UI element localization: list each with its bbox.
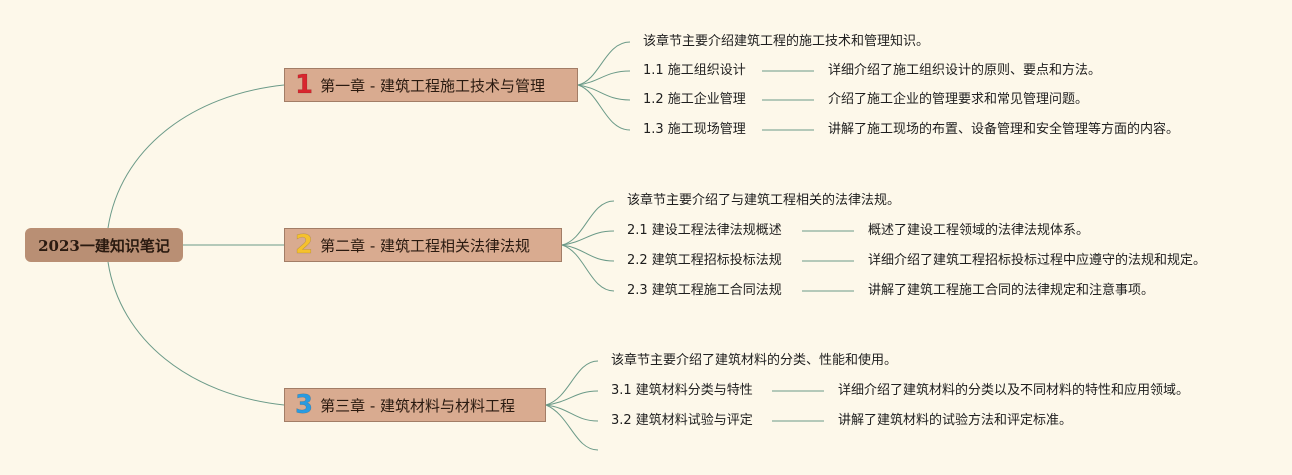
chapter-title: 第三章 - 建筑材料与材料工程 bbox=[320, 396, 516, 415]
section-name[interactable]: 2.2 建筑工程招标投标法规 bbox=[627, 253, 782, 268]
section-desc: 讲解了建筑工程施工合同的法律规定和注意事项。 bbox=[868, 283, 1155, 298]
section-desc: 讲解了建筑材料的试验方法和评定标准。 bbox=[838, 413, 1073, 428]
section-name[interactable]: 1.1 施工组织设计 bbox=[643, 63, 746, 78]
section-name[interactable]: 1.3 施工现场管理 bbox=[643, 122, 746, 137]
number-two-icon: 2 bbox=[295, 230, 314, 260]
chapter-node-2[interactable]: 2 第二章 - 建筑工程相关法律法规 bbox=[284, 228, 562, 262]
chapter-node-3[interactable]: 3 第三章 - 建筑材料与材料工程 bbox=[284, 388, 546, 422]
section-desc: 讲解了施工现场的布置、设备管理和安全管理等方面的内容。 bbox=[828, 122, 1180, 137]
chapter-intro: 该章节主要介绍建筑工程的施工技术和管理知识。 bbox=[643, 34, 930, 49]
section-name[interactable]: 2.1 建设工程法律法规概述 bbox=[627, 223, 782, 238]
section-desc: 详细介绍了建筑材料的分类以及不同材料的特性和应用领域。 bbox=[838, 383, 1190, 398]
section-desc: 介绍了施工企业的管理要求和常见管理问题。 bbox=[828, 92, 1089, 107]
section-name[interactable]: 3.2 建筑材料试验与评定 bbox=[611, 413, 753, 428]
root-title: 2023一建知识笔记 bbox=[38, 236, 170, 255]
root-node[interactable]: 2023一建知识笔记 bbox=[25, 228, 183, 262]
section-name[interactable]: 2.3 建筑工程施工合同法规 bbox=[627, 283, 782, 298]
chapter-node-1[interactable]: 1 第一章 - 建筑工程施工技术与管理 bbox=[284, 68, 578, 102]
section-desc: 详细介绍了施工组织设计的原则、要点和方法。 bbox=[828, 63, 1102, 78]
chapter-intro: 该章节主要介绍了与建筑工程相关的法律法规。 bbox=[627, 193, 901, 208]
section-name[interactable]: 1.2 施工企业管理 bbox=[643, 92, 746, 107]
chapter-intro: 该章节主要介绍了建筑材料的分类、性能和使用。 bbox=[611, 353, 898, 368]
chapter-title: 第二章 - 建筑工程相关法律法规 bbox=[320, 236, 531, 255]
chapter-title: 第一章 - 建筑工程施工技术与管理 bbox=[320, 76, 546, 95]
section-desc: 概述了建设工程领域的法律法规体系。 bbox=[868, 223, 1090, 238]
number-three-icon: 3 bbox=[295, 390, 314, 420]
section-name[interactable]: 3.1 建筑材料分类与特性 bbox=[611, 383, 753, 398]
number-one-icon: 1 bbox=[295, 70, 314, 100]
section-desc: 详细介绍了建筑工程招标投标过程中应遵守的法规和规定。 bbox=[868, 253, 1207, 268]
